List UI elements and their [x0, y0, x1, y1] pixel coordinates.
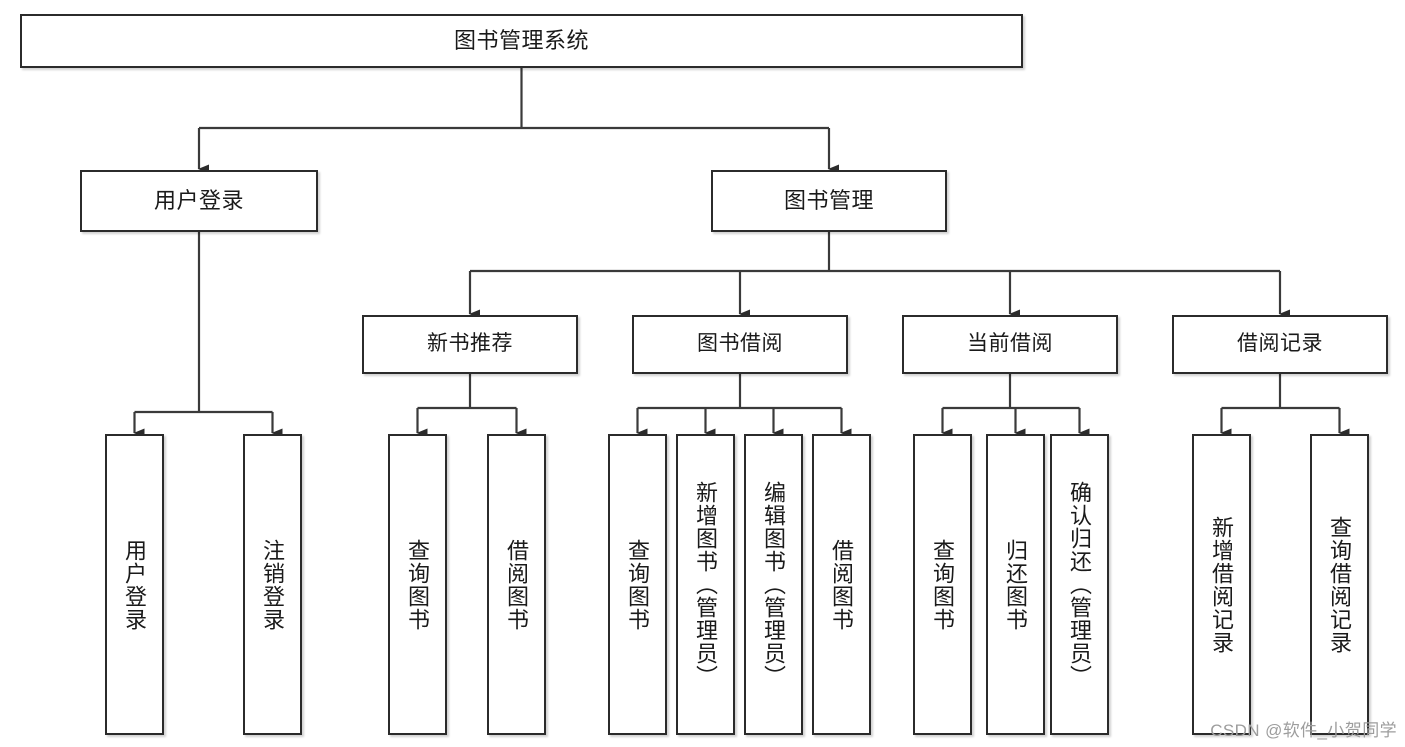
node-root[interactable]: 图书管理系统 [20, 14, 1023, 68]
node-leaf-rec-query[interactable]: 查询图书 [388, 434, 447, 735]
node-label: 图书借阅 [697, 332, 783, 356]
node-leaf-cb-return[interactable]: 归还图书 [986, 434, 1045, 735]
node-leaf-cb-query[interactable]: 查询图书 [913, 434, 972, 735]
node-label: 查询图书 [625, 538, 651, 631]
node-label: 注销登录 [260, 538, 286, 631]
node-label: 确认归还（管理员） [1067, 481, 1093, 688]
node-leaf-bb-borrow[interactable]: 借阅图书 [812, 434, 871, 735]
node-label: 查询图书 [405, 538, 431, 631]
node-leaf-bb-edit[interactable]: 编辑图书（管理员） [744, 434, 803, 735]
node-user-login[interactable]: 用户登录 [80, 170, 318, 232]
node-leaf-bb-query[interactable]: 查询图书 [608, 434, 667, 735]
node-label: 图书管理 [783, 188, 874, 214]
edge-paths [133, 68, 1350, 438]
node-label: 编辑图书（管理员） [761, 481, 787, 688]
node-current-borrow[interactable]: 当前借阅 [902, 315, 1118, 374]
node-leaf-user-logout[interactable]: 注销登录 [243, 434, 302, 735]
node-leaf-rec-borrow[interactable]: 借阅图书 [487, 434, 546, 735]
node-label: 当前借阅 [967, 332, 1053, 356]
node-label: 借阅图书 [504, 538, 530, 631]
node-label: 查询借阅记录 [1327, 515, 1353, 654]
node-leaf-user-login[interactable]: 用户登录 [105, 434, 164, 735]
node-label: 借阅图书 [829, 538, 855, 631]
node-label: 图书管理系统 [453, 28, 589, 54]
node-new-book-rec[interactable]: 新书推荐 [362, 315, 578, 374]
node-borrow-record[interactable]: 借阅记录 [1172, 315, 1388, 374]
node-label: 用户登录 [122, 538, 148, 631]
node-book-manage[interactable]: 图书管理 [711, 170, 947, 232]
node-label: 新书推荐 [427, 332, 513, 356]
node-label: 新增借阅记录 [1209, 515, 1235, 654]
node-label: 查询图书 [930, 538, 956, 631]
node-label: 用户登录 [153, 188, 244, 214]
node-leaf-bb-add[interactable]: 新增图书（管理员） [676, 434, 735, 735]
node-label: 归还图书 [1003, 538, 1029, 631]
watermark: CSDN @软件_小贺同学 [1210, 721, 1397, 740]
node-label: 新增图书（管理员） [693, 481, 719, 688]
node-leaf-cb-confirm[interactable]: 确认归还（管理员） [1050, 434, 1109, 735]
node-label: 借阅记录 [1237, 332, 1323, 356]
node-leaf-br-add[interactable]: 新增借阅记录 [1192, 434, 1251, 735]
node-leaf-br-query[interactable]: 查询借阅记录 [1310, 434, 1369, 735]
node-book-borrow[interactable]: 图书借阅 [632, 315, 848, 374]
